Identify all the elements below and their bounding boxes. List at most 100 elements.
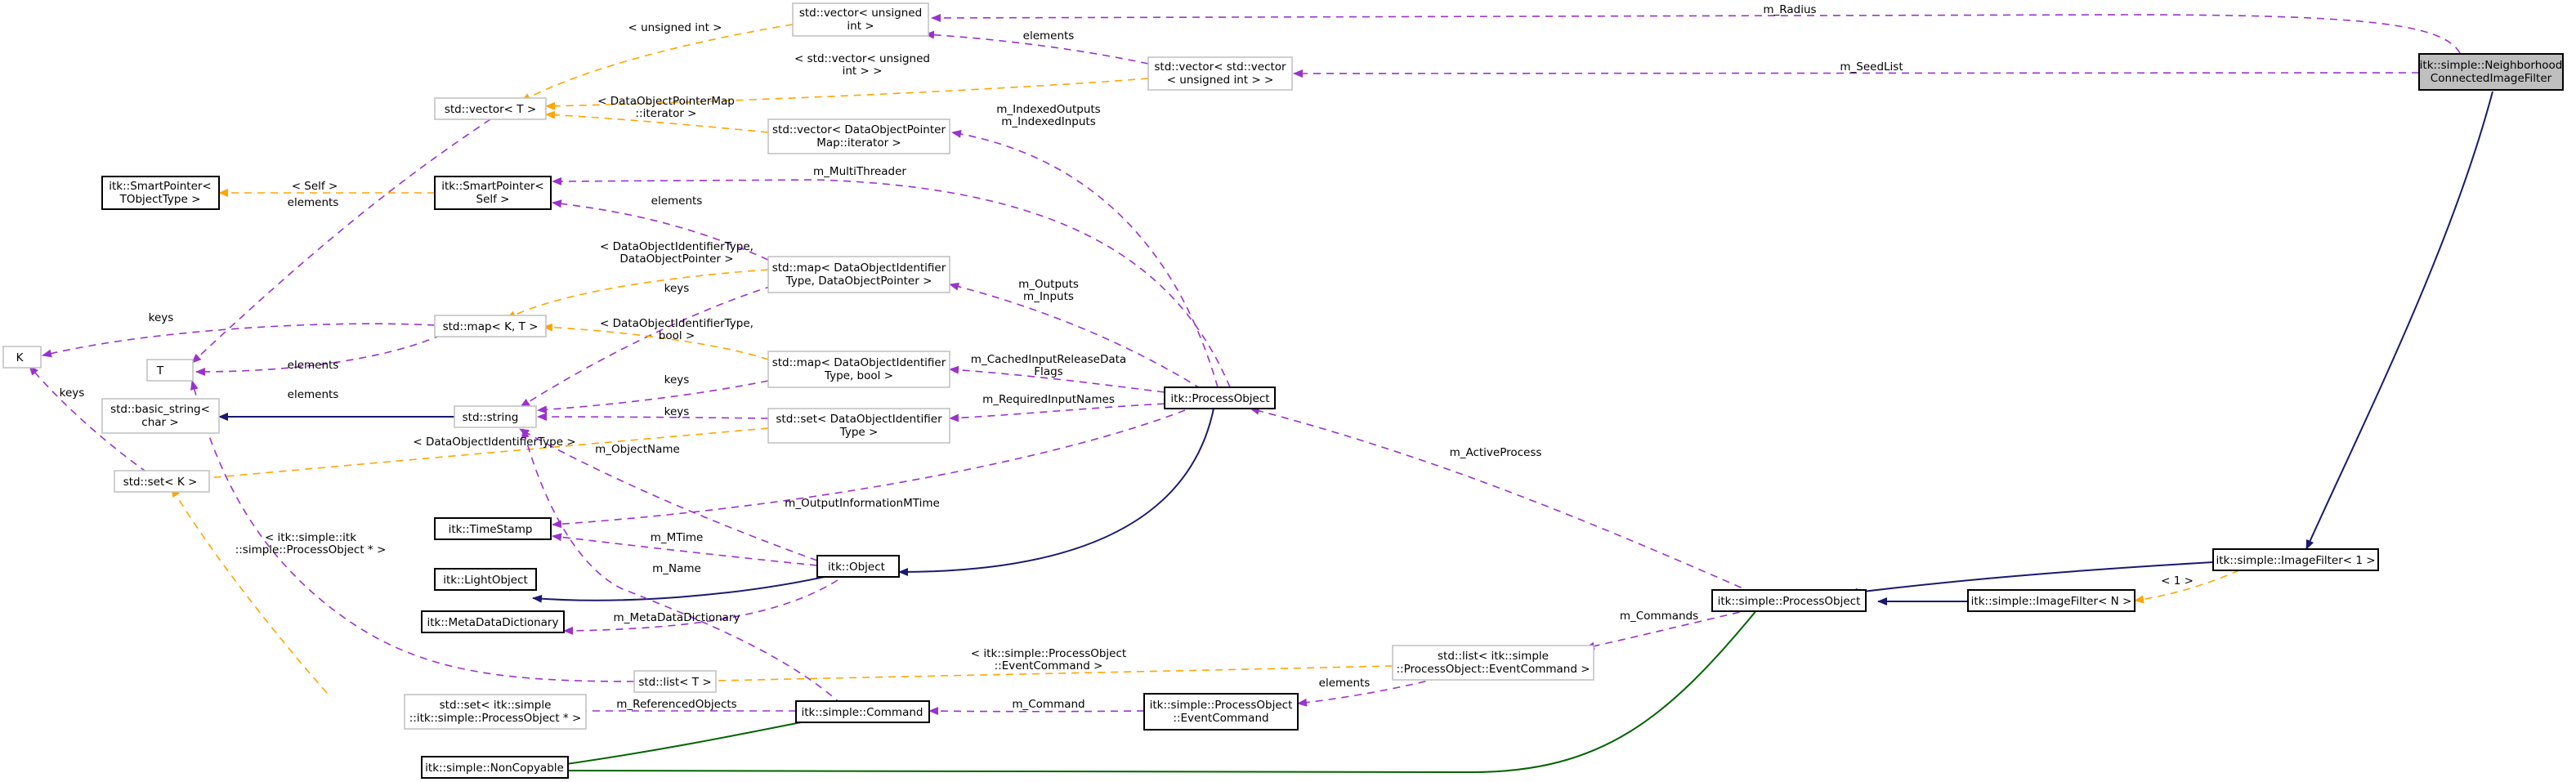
node-set-k[interactable]: std::set< K > xyxy=(114,470,210,493)
edge-vecvec-vect xyxy=(545,78,1149,110)
svg-text:K: K xyxy=(16,351,25,364)
edge-label-doi-bool: < DataObjectIdentifierType,bool > xyxy=(600,317,754,342)
svg-text:itk::simple::ProcessObject::Ev: itk::simple::ProcessObject::EventCommand xyxy=(1150,699,1293,725)
node-metadata-dictionary[interactable]: itk::MetaDataDictionary xyxy=(421,610,565,633)
edge-po-noncopyable xyxy=(554,609,1758,775)
node-event-command[interactable]: itk::simple::ProcessObject::EventCommand xyxy=(1143,693,1299,731)
svg-text:std::map< DataObjectIdentifier: std::map< DataObjectIdentifierType, bool… xyxy=(772,356,946,382)
node-timestamp[interactable]: itk::TimeStamp xyxy=(434,517,552,540)
node-set-process-object-ptr[interactable]: std::set< itk::simple::itk::simple::Proc… xyxy=(404,694,587,730)
node-smartpointer-tobjecttype[interactable]: itk::SmartPointer<TObjectType > xyxy=(101,176,220,210)
edge-setk-k xyxy=(29,365,148,473)
node-vector-vector-unsigned[interactable]: std::vector< std::vector< unsigned int >… xyxy=(1147,56,1293,91)
edge-label-one-arg: < 1 > xyxy=(2161,574,2194,588)
svg-text:std::string: std::string xyxy=(463,411,519,424)
edge-labels: m_Radius m_SeedList < unsigned int > ele… xyxy=(60,3,2194,711)
node-image-filter-n[interactable]: itk::simple::ImageFilter< N > xyxy=(1967,589,2135,612)
node-smartpointer-self[interactable]: itk::SmartPointer<Self > xyxy=(434,176,552,210)
edge-mname xyxy=(521,428,843,705)
svg-text:itk::SmartPointer<Self >: itk::SmartPointer<Self > xyxy=(441,180,543,206)
edge-label-elements-ec: elements xyxy=(1319,677,1371,690)
edge-mapdop-string xyxy=(520,285,773,408)
edge-mtime xyxy=(552,533,818,566)
edge-label-mname: m_Name xyxy=(652,562,701,575)
edge-seedlist xyxy=(1293,69,2420,78)
svg-text:std::vector< T >: std::vector< T > xyxy=(445,103,536,116)
edge-label-keys-kt: keys xyxy=(149,311,174,324)
edge-listec-ec xyxy=(1297,677,1439,707)
edge-required xyxy=(949,403,1165,422)
edge-label-mcommands: m_Commands xyxy=(1620,610,1698,623)
svg-text:itk::ProcessObject: itk::ProcessObject xyxy=(1170,392,1269,405)
node-basic-string[interactable]: std::basic_string<char > xyxy=(101,398,220,434)
edge-label-seedlist: m_SeedList xyxy=(1840,60,1903,74)
edge-label-mcommand: m_Command xyxy=(1012,698,1085,711)
svg-text:itk::simple::Command: itk::simple::Command xyxy=(801,706,923,719)
edge-label-mtime: m_MTime xyxy=(651,531,704,544)
edge-setdoi-setk xyxy=(197,427,769,482)
svg-text:std::basic_string<char >: std::basic_string<char > xyxy=(110,403,210,429)
node-k[interactable]: K xyxy=(2,346,42,369)
edge-cached xyxy=(949,365,1165,393)
edge-mapkt-k xyxy=(42,323,436,358)
edge-label-keys-mapdop: keys xyxy=(664,282,690,295)
node-simple-command[interactable]: itk::simple::Command xyxy=(795,700,930,723)
edge-label-keys-setk: keys xyxy=(60,387,85,400)
node-noncopyable[interactable]: itk::simple::NonCopyable xyxy=(421,756,569,779)
edge-if1-ifn xyxy=(2134,570,2240,604)
edge-label-elements-listt: elements xyxy=(288,388,339,401)
edge-outputs xyxy=(949,282,1202,390)
svg-text:itk::TimeStamp: itk::TimeStamp xyxy=(449,523,533,536)
edge-mcommand xyxy=(928,707,1145,716)
edge-activeprocess xyxy=(1250,406,1766,599)
edge-label-multithreader: m_MultiThreader xyxy=(813,165,906,178)
edge-listt-t xyxy=(190,380,635,682)
node-itk-process-object[interactable]: itk::ProcessObject xyxy=(1164,387,1276,409)
node-itk-object[interactable]: itk::Object xyxy=(816,555,900,578)
svg-text:itk::Object: itk::Object xyxy=(828,561,885,574)
edge-command-noncopyable xyxy=(554,718,818,769)
node-vector-t[interactable]: std::vector< T > xyxy=(434,97,547,120)
edge-mapkt-t xyxy=(195,334,442,376)
edge-multithreader xyxy=(552,177,1231,388)
edge-label-doi-arg: < DataObjectIdentifierType > xyxy=(413,436,575,449)
edge-nhcif-if1 xyxy=(2305,91,2493,550)
edge-objectname xyxy=(519,428,818,561)
node-image-filter-1[interactable]: itk::simple::ImageFilter< 1 > xyxy=(2212,548,2379,571)
edge-mapdop-mapkt xyxy=(506,269,769,320)
edge-label-elements-sp: elements xyxy=(651,194,703,208)
node-list-t[interactable]: std::list< T > xyxy=(633,670,717,693)
svg-text:std::map< DataObjectIdentifier: std::map< DataObjectIdentifierType, Data… xyxy=(772,261,946,288)
edge-label-keys-setdoi: keys xyxy=(664,405,690,418)
svg-text:itk::LightObject: itk::LightObject xyxy=(443,574,528,587)
edge-vect-t xyxy=(191,118,491,364)
node-light-object[interactable]: itk::LightObject xyxy=(434,568,537,591)
svg-text:std::map< K, T >: std::map< K, T > xyxy=(443,320,539,333)
edge-label-event-arg: < itk::simple::ProcessObject::EventComma… xyxy=(971,647,1126,673)
edge-metadict xyxy=(563,579,839,635)
edge-if1-po xyxy=(1848,561,2214,597)
node-list-event-command[interactable]: std::list< itk::simple::ProcessObject::E… xyxy=(1392,645,1594,681)
edge-radius xyxy=(931,13,2461,54)
edge-label-referenced: m_ReferencedObjects xyxy=(616,698,736,711)
node-simple-process-object[interactable]: itk::simple::ProcessObject xyxy=(1711,589,1867,612)
edge-object-light xyxy=(532,574,833,603)
edge-label-keys-mapbool: keys xyxy=(664,373,690,387)
node-std-string[interactable]: std::string xyxy=(454,405,537,428)
node-t[interactable]: T xyxy=(146,359,194,382)
svg-text:itk::simple::NonCopyable: itk::simple::NonCopyable xyxy=(425,762,564,775)
svg-text:std::list< T >: std::list< T > xyxy=(638,676,711,689)
node-map-k-t[interactable]: std::map< K, T > xyxy=(434,315,547,337)
edge-label-dop-map-iter: < DataObjectPointerMap::iterator > xyxy=(597,95,735,120)
svg-text:itk::simple::ImageFilter< 1 >: itk::simple::ImageFilter< 1 > xyxy=(2216,554,2375,567)
svg-text:std::set< K >: std::set< K > xyxy=(123,476,198,489)
